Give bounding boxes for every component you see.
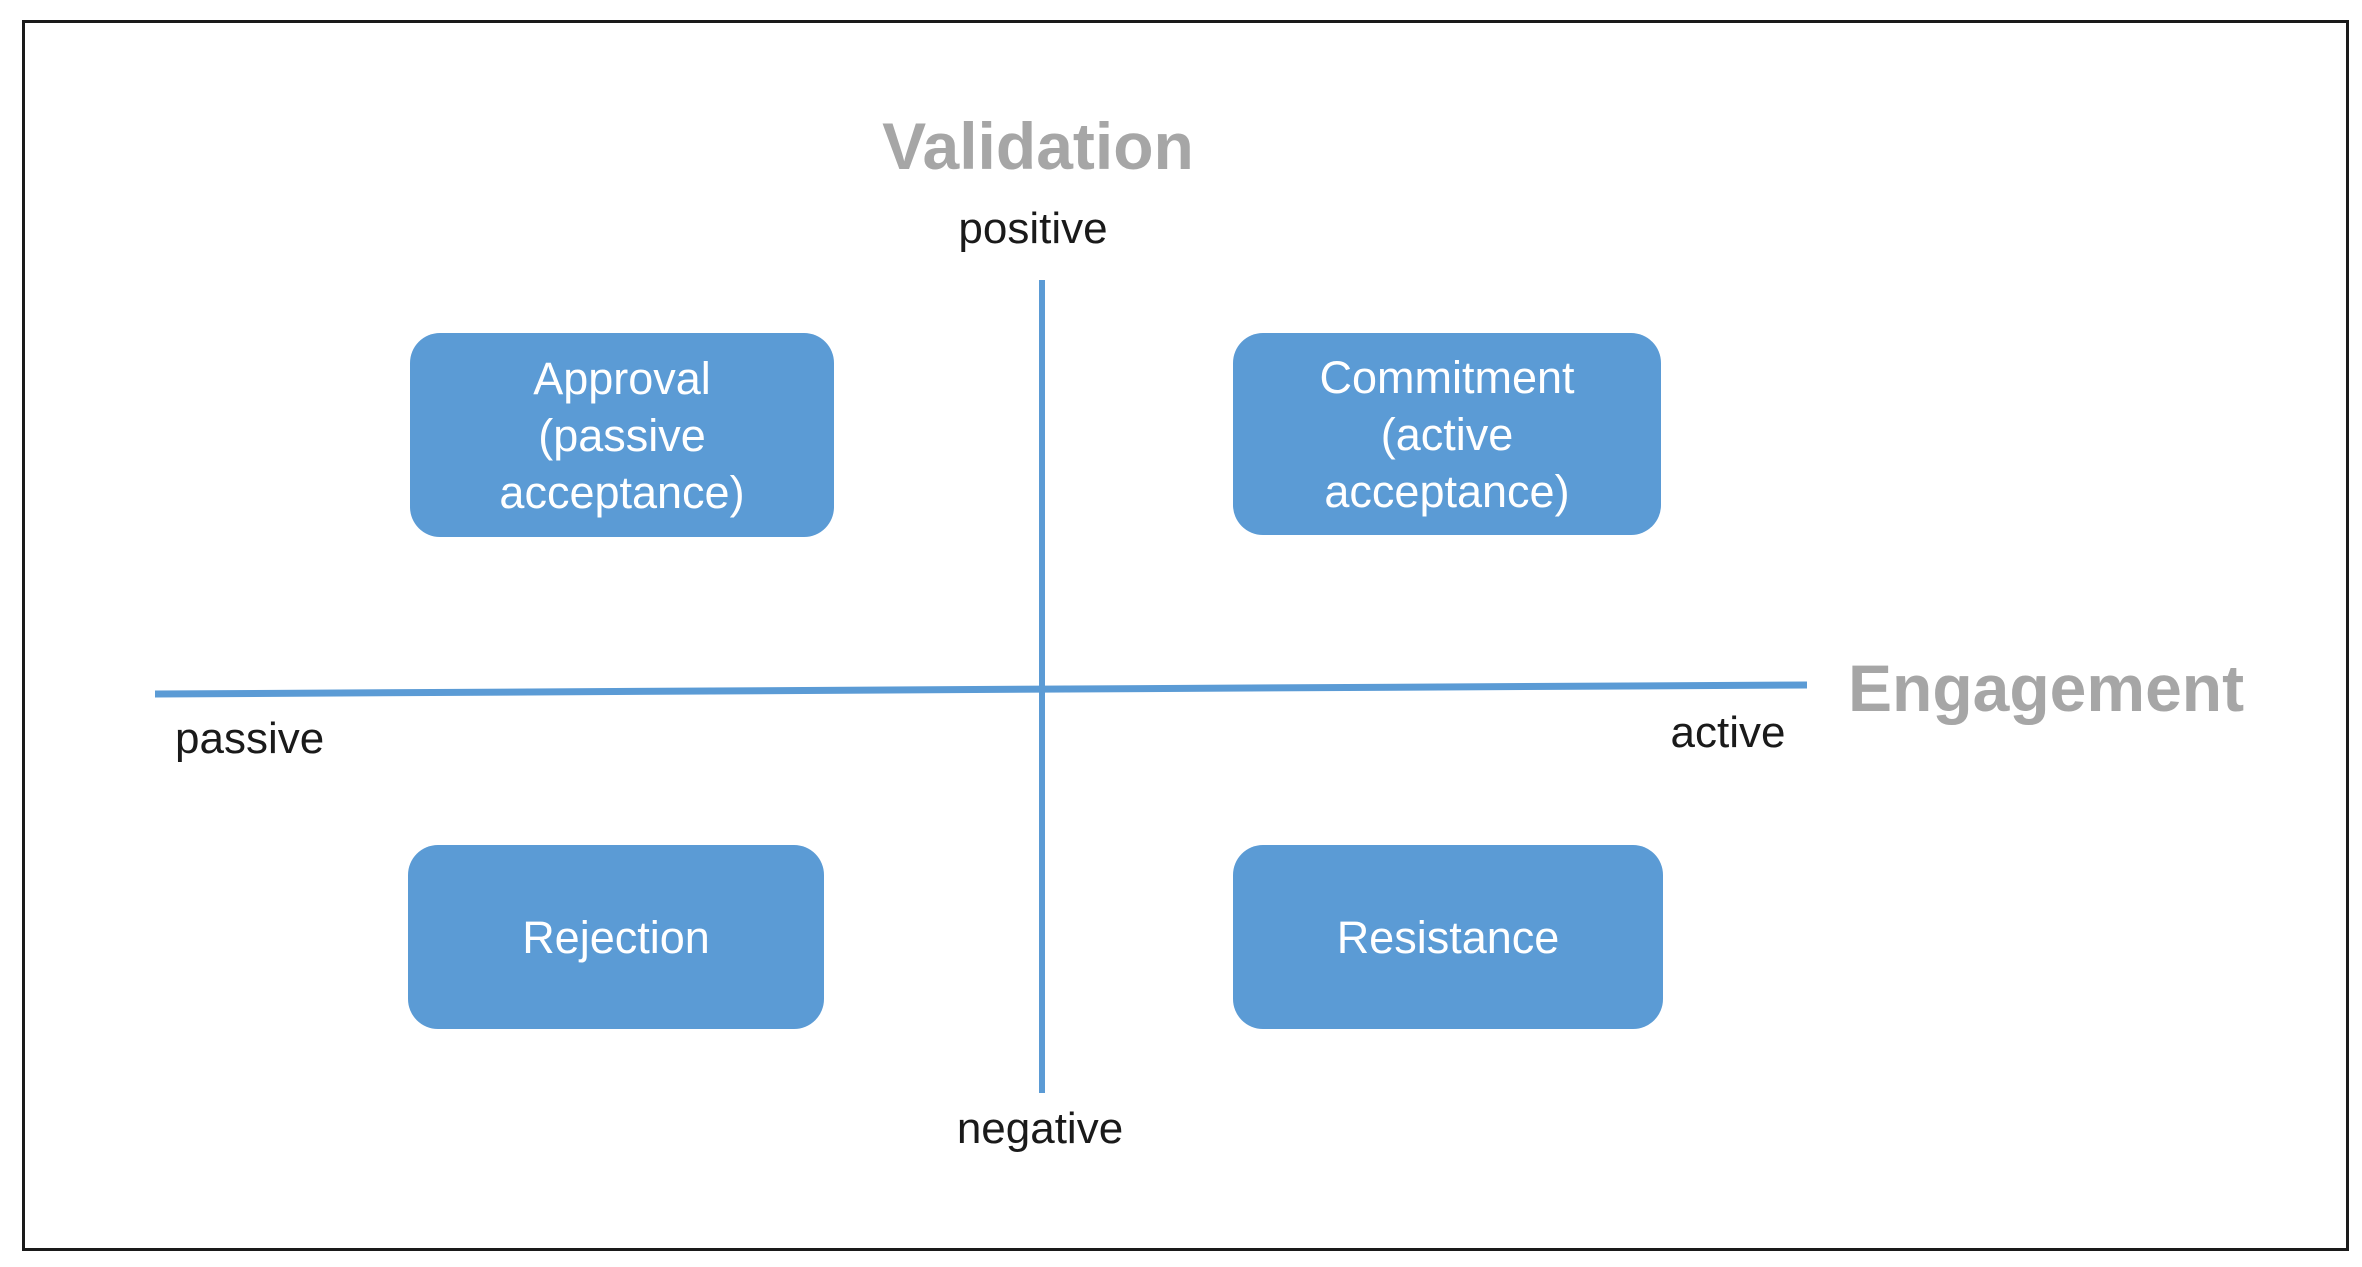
x-axis-title: Engagement <box>1848 651 2245 725</box>
quadrant-box-approval: Approval (passive acceptance) <box>410 333 834 537</box>
quadrant-box-resistance: Resistance <box>1233 845 1663 1029</box>
y-axis-title: Validation <box>882 109 1194 183</box>
quadrant-box-commitment: Commitment (active acceptance) <box>1233 333 1661 535</box>
x-axis-active-label: active <box>1670 708 1786 757</box>
frame-border <box>22 20 2349 1251</box>
x-axis-passive-label: passive <box>175 714 325 763</box>
y-axis-positive-label: positive <box>958 204 1108 253</box>
y-axis-negative-label: negative <box>956 1104 1124 1153</box>
quadrant-box-rejection: Rejection <box>408 845 824 1029</box>
x-axis-line <box>154 681 1808 698</box>
